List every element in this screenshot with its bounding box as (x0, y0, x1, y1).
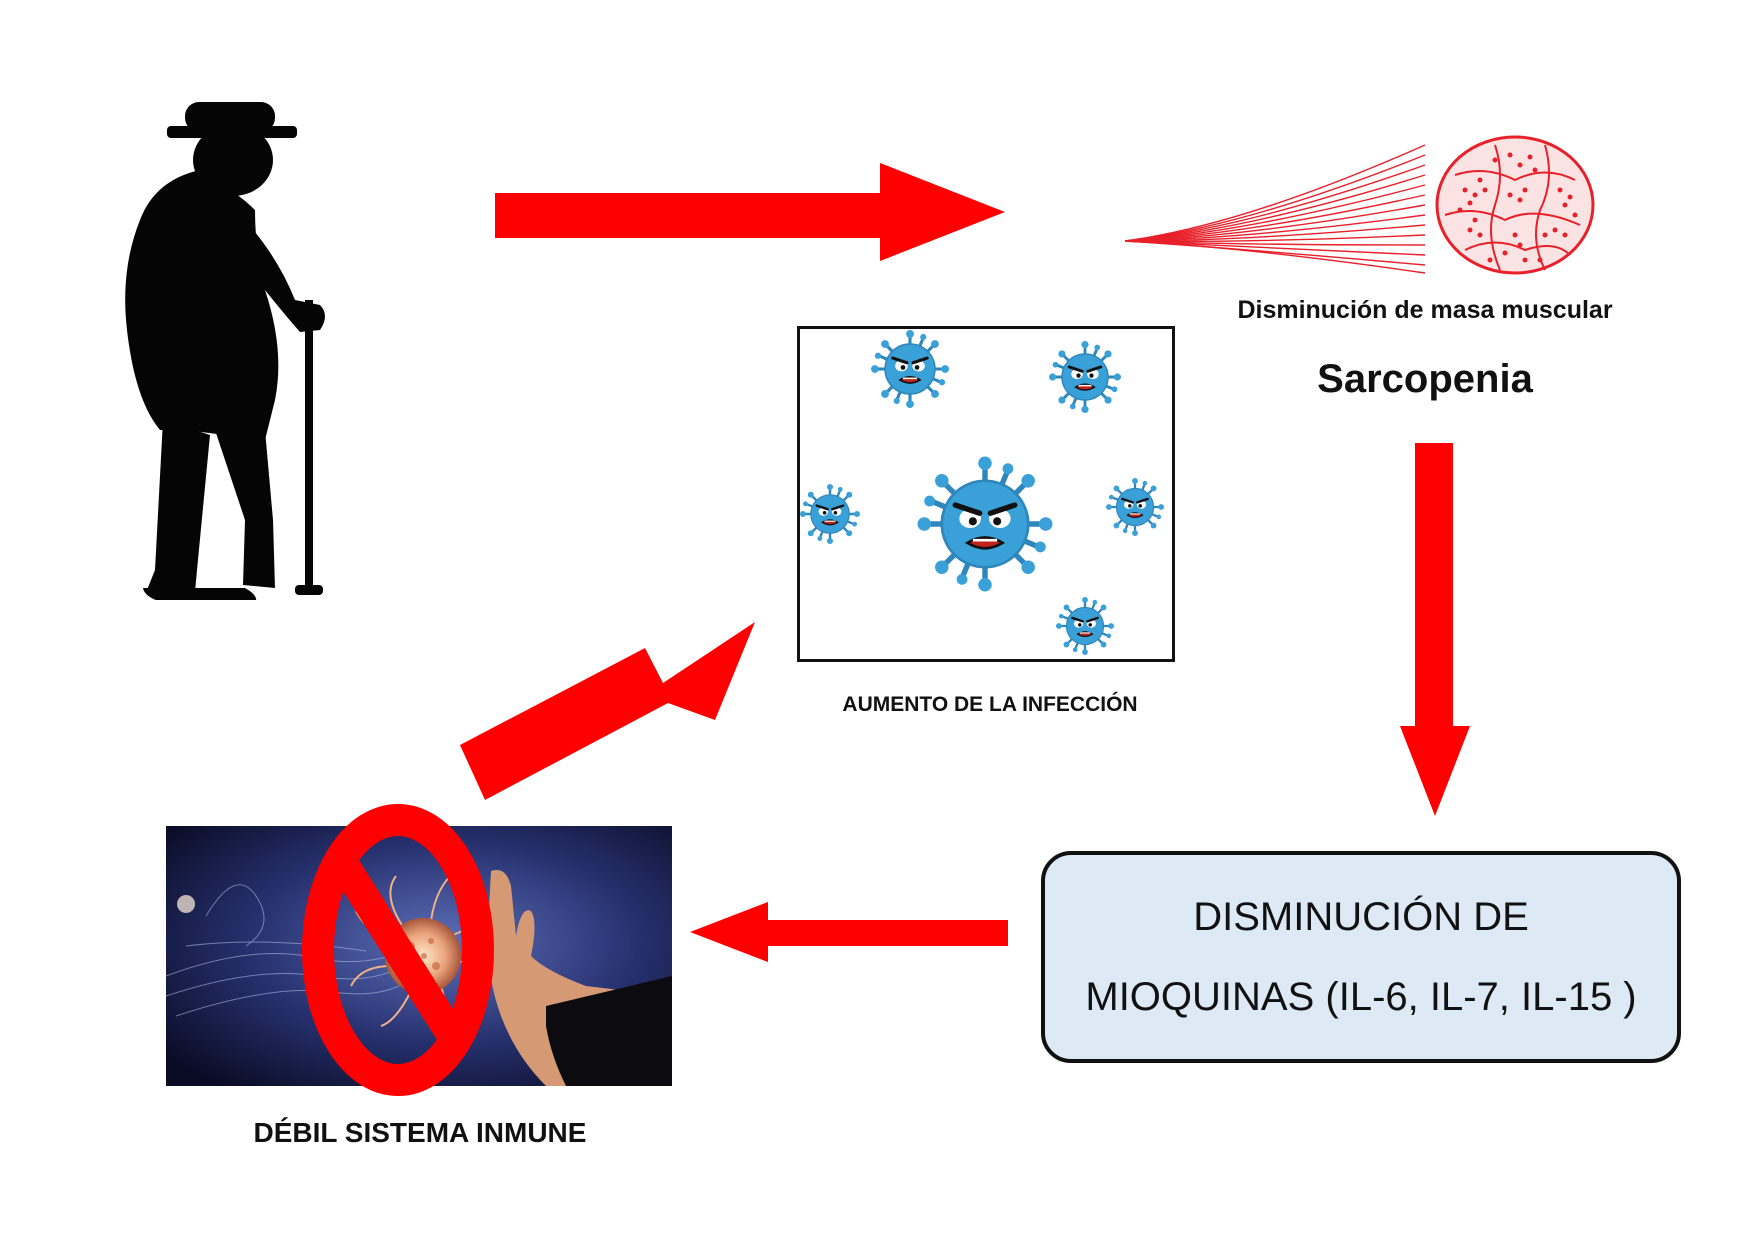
myokines-line1: DISMINUCIÓN DE (1193, 895, 1529, 939)
virus-icon (800, 482, 862, 546)
prohibited-sign-icon (302, 804, 494, 1096)
virus-icon (869, 329, 951, 410)
myokines-box: DISMINUCIÓN DE MIOQUINAS (IL-6, IL-7, IL… (1041, 851, 1681, 1063)
muscle-loss-label: Disminución de masa muscular (1237, 296, 1613, 324)
infection-label: AUMENTO DE LA INFECCIÓN (842, 693, 1138, 716)
virus-icon (918, 457, 1053, 592)
elderly-person-silhouette-icon (125, 102, 325, 600)
myokines-line2: MIOQUINAS (IL-6, IL-7, IL-15 ) (1085, 975, 1637, 1019)
arrow-left-to-immune (690, 902, 1008, 962)
infection-virus-box (797, 326, 1175, 662)
sarcopenia-label: Sarcopenia (1317, 357, 1533, 401)
arrow-diagonal-to-infection (460, 622, 755, 800)
weak-immune-label: DÉBIL SISTEMA INMUNE (253, 1117, 587, 1148)
virus-icon (1054, 595, 1116, 657)
arrow-down-to-myokines (1400, 443, 1470, 816)
virus-icon (1047, 339, 1123, 415)
virus-icon (1104, 476, 1166, 538)
arrow-right-to-muscle (495, 163, 1005, 261)
muscle-fiber-bundle-icon (1125, 135, 1595, 275)
